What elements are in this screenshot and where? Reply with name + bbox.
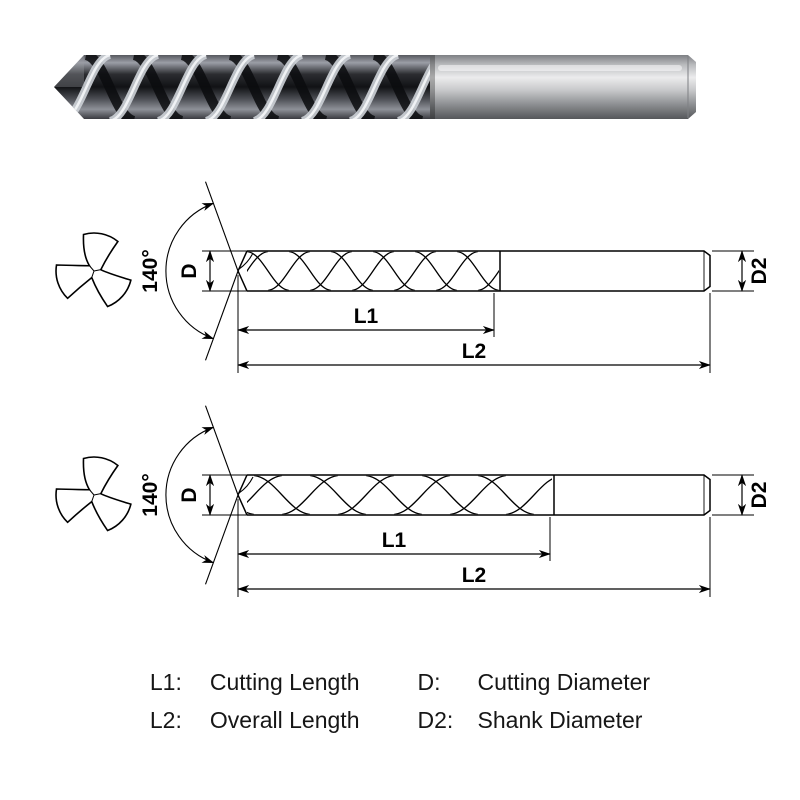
drill-outline <box>237 250 711 292</box>
drill-photo <box>0 25 800 155</box>
end-view <box>55 232 132 308</box>
flute-spirals <box>247 251 499 291</box>
diameter-label: D <box>178 487 201 502</box>
legend-desc-d2: Shank Diameter <box>477 706 643 733</box>
diameter-label: D <box>178 263 201 278</box>
photo-flute-spirals <box>60 55 430 119</box>
d2-label: D2 <box>748 258 770 285</box>
l2-dim <box>237 293 711 373</box>
legend-key-d2: D2: <box>417 706 454 733</box>
d2-dim <box>712 474 754 516</box>
photo-junction-shadow <box>430 55 435 119</box>
d2-dim <box>712 250 754 292</box>
legend-desc-d: Cutting Diameter <box>477 669 651 695</box>
l2-label: L2 <box>462 564 487 587</box>
legend-desc-l2: Overall Length <box>209 706 360 733</box>
legend-item-l2: L2: Overall Length <box>150 706 360 736</box>
l2-label: L2 <box>462 340 487 363</box>
legend-item-l1: L1: Cutting Length <box>150 668 360 698</box>
l1-label: L1 <box>382 529 407 552</box>
diameter-dim <box>202 250 246 292</box>
d2-label: D2 <box>748 482 770 509</box>
point-angle-annotation <box>165 405 239 585</box>
photo-shank <box>430 55 696 119</box>
technical-drawing-2-svg: 140° D L1 <box>55 405 770 597</box>
technical-drawing-2: 140° D L1 <box>10 402 770 622</box>
drill-photo-svg <box>54 55 696 119</box>
l1-dim <box>237 499 551 597</box>
l1-label: L1 <box>354 305 379 328</box>
l1-dim <box>237 275 495 373</box>
l2-dim <box>237 517 711 597</box>
photo-tip-highlight <box>54 55 84 87</box>
technical-drawing-1-svg: 140° D L1 <box>55 181 770 373</box>
legend-desc-l1: Cutting Length <box>209 669 360 695</box>
drill-outline <box>237 474 711 516</box>
legend-key-l1: L1: <box>149 669 182 695</box>
flute-spirals <box>247 475 552 515</box>
legend-item-d2: D2: Shank Diameter <box>418 706 651 736</box>
technical-drawing-1: 140° D L1 <box>10 178 770 398</box>
legend-key-l2: L2: <box>149 706 182 733</box>
legend-key-d: D: <box>417 669 441 695</box>
legend-item-d: D: Cutting Diameter <box>418 668 651 698</box>
angle-label: 140° <box>139 473 162 516</box>
end-view <box>55 456 132 532</box>
photo-shank-specular <box>438 65 682 71</box>
legend-grid: L1: Cutting Length D: Cutting Diameter L… <box>0 668 800 736</box>
diameter-dim <box>202 474 246 516</box>
legend: L1: Cutting Length D: Cutting Diameter L… <box>0 668 800 736</box>
point-angle-annotation <box>165 181 239 361</box>
angle-label: 140° <box>139 249 162 292</box>
